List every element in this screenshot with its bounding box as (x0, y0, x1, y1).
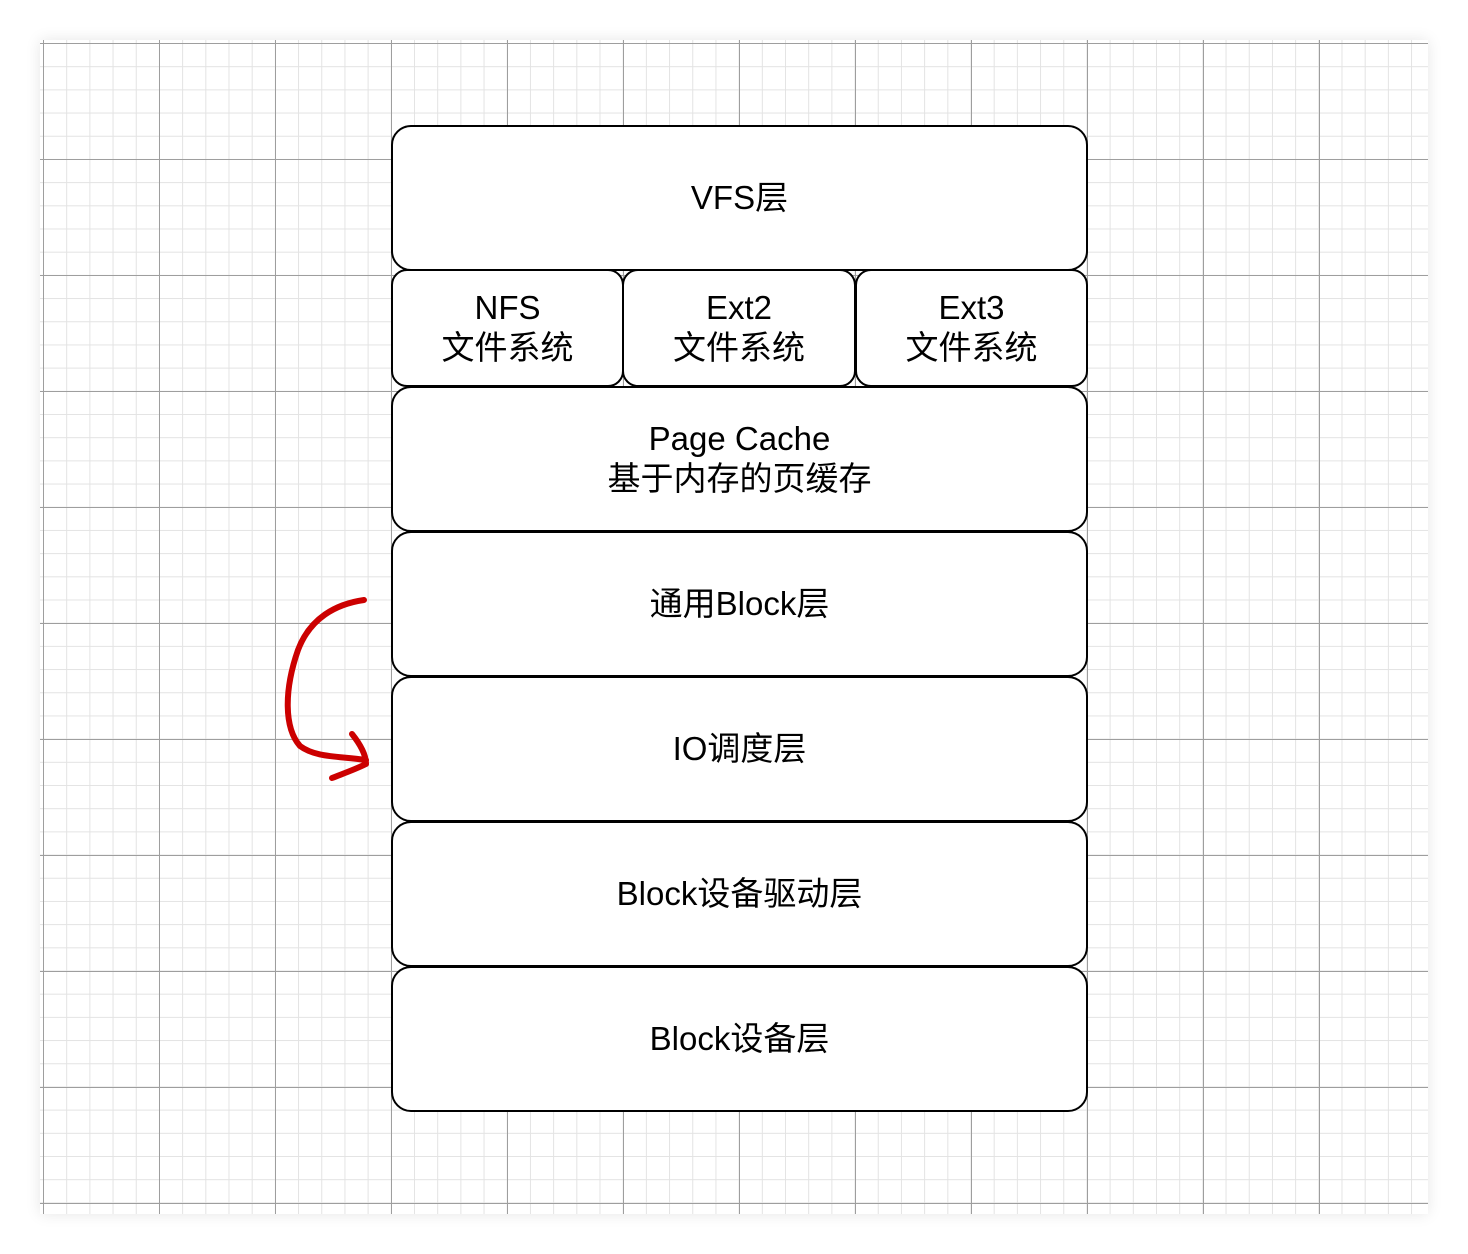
generic-block-layer-box: 通用Block层 (391, 531, 1088, 677)
ext3-sublabel: 文件系统 (905, 329, 1038, 366)
ext2-filesystem-box: Ext2 文件系统 (622, 269, 856, 387)
ext3-label: Ext3 (938, 289, 1005, 326)
vfs-layer-box: VFS层 (391, 125, 1088, 271)
io-scheduler-layer-box: IO调度层 (391, 676, 1088, 822)
block-device-layer-box: Block设备层 (391, 966, 1088, 1112)
ext2-sublabel: 文件系统 (673, 329, 805, 366)
arrow-curve (284, 597, 369, 763)
page-cache-sublabel: 基于内存的页缓存 (607, 460, 872, 497)
vfs-layer-label: VFS层 (690, 179, 789, 216)
arrow-head (329, 731, 369, 781)
ext2-label: Ext2 (705, 289, 773, 326)
page-cache-box: Page Cache 基于内存的页缓存 (391, 386, 1088, 532)
generic-block-layer-label: 通用Block层 (649, 585, 830, 622)
block-driver-layer-box: Block设备驱动层 (391, 821, 1088, 967)
page-cache-label: Page Cache (648, 420, 831, 457)
block-device-layer-label: Block设备层 (649, 1020, 830, 1057)
nfs-filesystem-box: NFS 文件系统 (391, 269, 624, 387)
block-driver-layer-label: Block设备驱动层 (616, 875, 863, 912)
nfs-sublabel: 文件系统 (441, 329, 574, 366)
io-scheduler-layer-label: IO调度层 (672, 730, 807, 767)
nfs-label: NFS (474, 289, 541, 326)
